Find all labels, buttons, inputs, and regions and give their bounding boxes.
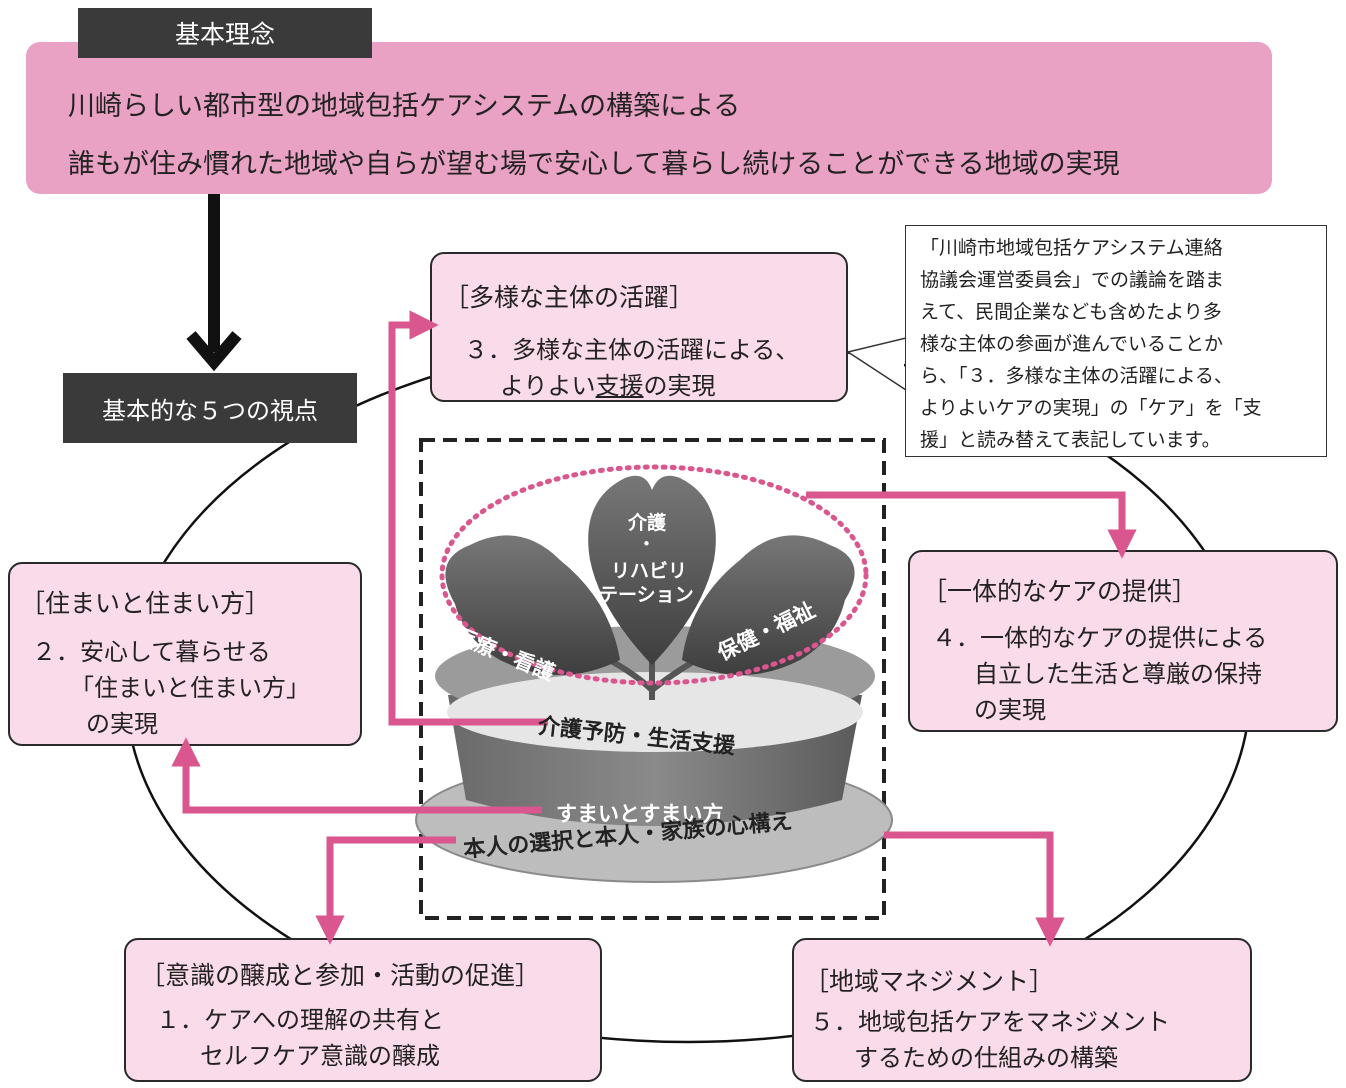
housing-box: ［住まいと住まい方］ ２．安心して暮らせる 「住まいと住まい方」 の実現 — [8, 562, 362, 746]
philosophy-line-1: 川崎らしい都市型の地域包括ケアシステムの構築による — [68, 91, 741, 122]
leaf-top-label-dot: ・ — [638, 535, 655, 555]
integrated-line-3: の実現 — [974, 696, 1046, 724]
note-line: 援」と読み替えて表記しています。 — [920, 429, 1221, 451]
integrated-line-2: 自立した生活と尊厳の保持 — [974, 660, 1262, 688]
note-callout: 「川崎市地域包括ケアシステム連絡 協議会運営委員会」での議論を踏ま えて、民間企… — [905, 225, 1327, 457]
management-box: ［地域マネジメント］ ５．地域包括ケアをマネジメント するための仕組みの構築 — [792, 938, 1252, 1082]
note-line: 様な主体の参画が進んでいることか — [920, 333, 1224, 355]
management-line-2: するための仕組みの構築 — [854, 1044, 1118, 1072]
housing-line-2: 「住まいと住まい方」 — [70, 674, 310, 702]
actors-line-2b: の実現 — [643, 372, 716, 400]
actors-line-2a: よりよい — [500, 372, 596, 400]
integrated-care-box: ［一体的なケアの提供］ ４．一体的なケアの提供による 自立した生活と尊厳の保持 … — [908, 550, 1338, 732]
awareness-heading: ［意識の醸成と参加・活動の促進］ — [140, 961, 541, 990]
note-line: 協議会運営委員会」での議論を踏ま — [920, 269, 1225, 291]
management-line-1: ５．地域包括ケアをマネジメント — [810, 1008, 1170, 1036]
housing-heading: ［住まいと住まい方］ — [20, 589, 271, 618]
note-line: ら、「３．多様な主体の活躍による、 — [920, 365, 1233, 387]
philosophy-banner: 川崎らしい都市型の地域包括ケアシステムの構築による 誰もが住み慣れた地域や自らが… — [26, 42, 1272, 194]
awareness-line-1: １．ケアへの理解の共有と — [156, 1006, 444, 1034]
awareness-box: ［意識の醸成と参加・活動の促進］ １．ケアへの理解の共有と セルフケア意識の醸成 — [124, 938, 602, 1082]
actors-line-2: よりよい支援の実現 — [500, 366, 716, 401]
management-heading: ［地域マネジメント］ — [804, 967, 1055, 996]
housing-line-1: ２．安心して暮らせる — [32, 638, 271, 666]
philosophy-line-2: 誰もが住み慣れた地域や自らが望む場で安心して暮らし続けることができる地域の実現 — [68, 149, 1120, 180]
integrated-line-1: ４．一体的なケアの提供による — [932, 624, 1268, 652]
note-line: 「川崎市地域包括ケアシステム連絡 — [920, 237, 1223, 259]
leaf-top-label-3: テーション — [599, 584, 694, 606]
integrated-heading: ［一体的なケアの提供］ — [922, 577, 1198, 606]
note-line: よりよいケアの実現」の「ケア」を「支 — [920, 397, 1262, 419]
leaf-top-label-2: リハビリ — [611, 560, 688, 582]
housing-line-3: の実現 — [86, 710, 158, 738]
awareness-line-2: セルフケア意識の醸成 — [200, 1042, 440, 1070]
five-viewpoints-label: 基本的な５つの視点 — [63, 373, 357, 443]
actors-heading: ［多様な主体の活躍］ — [444, 283, 695, 312]
actors-box: ［多様な主体の活躍］ ３．多様な主体の活躍による、 よりよい支援の実現 — [430, 252, 848, 402]
note-line: えて、民間企業なども含めたより多 — [920, 301, 1222, 323]
actors-line-1: ３．多様な主体の活躍による、 — [464, 336, 800, 364]
basic-philosophy-tab: 基本理念 — [78, 8, 372, 58]
actors-line-2-underlined: 支援 — [595, 372, 644, 400]
